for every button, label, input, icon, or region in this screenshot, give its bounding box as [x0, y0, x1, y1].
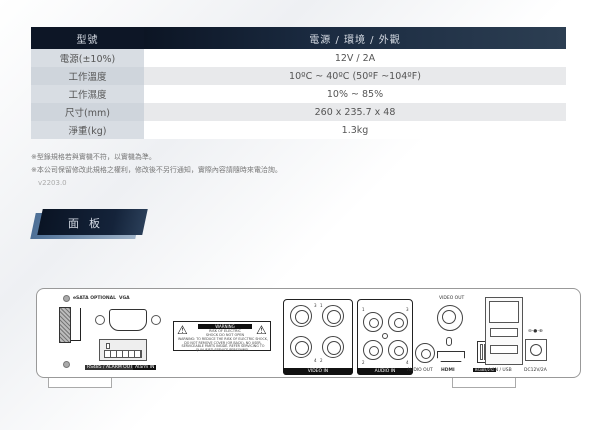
note-line-1: ※型錄規格若與實機不符，以實機為準。	[31, 153, 156, 161]
version-label: v2203.0	[38, 179, 67, 187]
audio-in-label: AUDIO IN	[357, 368, 413, 375]
polarity-icon: ⊖-●-⊕	[528, 329, 543, 334]
bnc-connector	[322, 336, 344, 358]
screw-icon	[63, 295, 70, 302]
table-row: 電源(±10%) 12V / 2A	[31, 49, 566, 67]
footnotes: ※型錄規格若與實機不符，以實機為準。 ※本公司保留修改此規格之權利，修改後不另行…	[31, 151, 282, 190]
vga-screw-hole	[151, 315, 161, 325]
table-row: 尺寸(mm) 260 x 235.7 x 48	[31, 103, 566, 121]
device-foot-left	[48, 378, 112, 388]
table-row: 淨重(kg) 1.3kg	[31, 121, 566, 139]
spec-value: 260 x 235.7 x 48	[144, 103, 566, 121]
video-out-bnc	[437, 305, 463, 331]
audio-out-connector	[415, 343, 435, 363]
channel-number: 2	[320, 358, 323, 363]
audio-out-label: AUDIO OUT	[407, 368, 433, 373]
section-heading-panel: 面板	[30, 209, 148, 239]
vga-label: VGA	[119, 296, 130, 301]
vga-screw-hole	[95, 315, 105, 325]
dc-label: DC12V/2A	[524, 368, 547, 373]
rca-connector	[388, 312, 408, 332]
spec-value: 1.3kg	[144, 121, 566, 139]
rs485-label: RS485/232	[473, 368, 497, 372]
section-title: 面板	[68, 217, 110, 230]
channel-number: 3	[314, 303, 317, 308]
spec-value: 10% ~ 85%	[144, 85, 566, 103]
exclamation-warning-icon: ⚠	[256, 323, 267, 337]
spec-label: 電源(±10%)	[31, 49, 144, 67]
bnc-connector	[290, 305, 312, 327]
terminal-label: RS485 / ALARM OUT	[85, 365, 135, 370]
table-row: 工作溫度 10ºC ~ 40ºC (50ºF ~104ºF)	[31, 67, 566, 85]
lightning-warning-icon: ⚠	[177, 323, 188, 337]
esata-port	[59, 307, 71, 343]
spec-label: 尺寸(mm)	[31, 103, 144, 121]
usb-port	[490, 345, 518, 354]
lan-port	[489, 301, 519, 323]
lan-usb-block	[485, 297, 523, 365]
usb-port	[490, 328, 518, 337]
keyhole	[446, 337, 452, 346]
channel-number: 1	[362, 307, 365, 312]
lan-usb-label: LAN / USB	[489, 368, 512, 373]
spec-value: 12V / 2A	[144, 49, 566, 67]
alarm-in-label: Alarm IN	[133, 365, 157, 370]
esata-arrow	[71, 308, 81, 341]
warning-title: WARNING	[198, 324, 252, 329]
rear-panel-diagram: eSATA OPTIONAL VGA RS485 / ALARM OUT Ala…	[36, 288, 581, 378]
video-in-group: 3 1 4 2 VIDEO IN	[283, 299, 353, 375]
warning-sub2: SHOCK DO NOT OPEN	[205, 333, 245, 337]
rca-connector	[388, 340, 408, 360]
bnc-connector	[322, 305, 344, 327]
bnc-connector	[290, 336, 312, 358]
hdmi-port	[437, 351, 465, 362]
table-row: 工作濕度 10% ~ 85%	[31, 85, 566, 103]
warning-text: WARNING: TO REDUCE THE RISK OF ELECTRIC …	[178, 337, 268, 352]
rca-connector	[363, 312, 383, 332]
ground-hole	[382, 333, 388, 339]
channel-number: 4	[406, 360, 409, 365]
rca-connector	[363, 340, 383, 360]
note-line-2: ※本公司保留修改此規格之權利，修改後不另行通知，實際內容請隨時來電洽詢。	[31, 166, 282, 174]
dc-power-jack	[525, 339, 547, 361]
warning-sticker: ⚠ ⚠ WARNING RISK OF ELECTRIC SHOCK DO NO…	[173, 321, 271, 352]
spec-label: 淨重(kg)	[31, 121, 144, 139]
terminal-block	[99, 339, 147, 361]
channel-number: 4	[314, 358, 317, 363]
screw-icon	[63, 361, 70, 368]
channel-number: 2	[362, 360, 365, 365]
device-foot-right	[452, 378, 516, 388]
spec-value: 10ºC ~ 40ºC (50ºF ~104ºF)	[144, 67, 566, 85]
channel-number: 3	[406, 307, 409, 312]
video-out-label: VIDEO OUT	[439, 296, 465, 301]
esata-label: eSATA OPTIONAL	[73, 296, 117, 301]
hdmi-label: HDMI	[441, 368, 455, 373]
video-in-label: VIDEO IN	[283, 368, 353, 375]
warning-sub1: RISK OF ELECTRIC	[209, 329, 241, 333]
spec-label: 工作濕度	[31, 85, 144, 103]
spec-label: 工作溫度	[31, 67, 144, 85]
audio-in-group: 1 3 2 4 AUDIO IN	[357, 299, 413, 375]
channel-number: 1	[320, 303, 323, 308]
spec-table: 型號 電源 / 環境 / 外觀 電源(±10%) 12V / 2A 工作溫度 1…	[31, 27, 566, 139]
spec-header-value: 電源 / 環境 / 外觀	[144, 27, 566, 49]
vga-port	[109, 309, 147, 331]
spec-header-row: 型號 電源 / 環境 / 外觀	[31, 27, 566, 49]
spec-header-label: 型號	[31, 27, 144, 49]
